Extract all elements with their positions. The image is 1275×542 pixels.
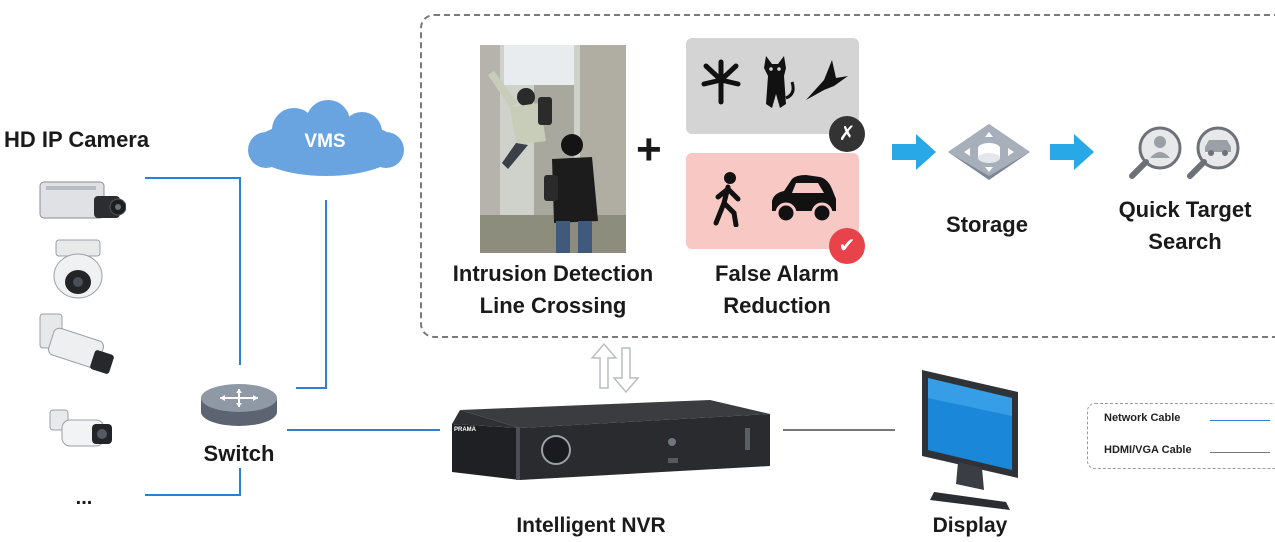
vms-label: VMS — [304, 131, 346, 152]
accepted-targets-panel — [686, 153, 859, 249]
sync-arrows-icon — [590, 342, 640, 394]
plant-icon — [701, 59, 741, 105]
flow-arrow-icon — [892, 134, 936, 170]
switch-label: Switch — [203, 441, 275, 466]
nvr-icon — [452, 400, 770, 480]
person-search-icon — [1129, 126, 1182, 179]
mini-bullet-camera-icon — [49, 409, 112, 447]
false-alarm-label-line2: Reduction — [723, 293, 831, 318]
accepted-badge: ✔ — [829, 228, 865, 264]
intrusion-label-line1: Intrusion Detection — [452, 261, 654, 286]
plus-symbol: + — [636, 125, 662, 174]
vehicle-search-icon — [1187, 126, 1240, 179]
quick-search-label-line1: Quick Target — [1118, 197, 1252, 222]
vms-wire — [296, 200, 327, 389]
legend-hdmi-cable-swatch — [1210, 452, 1270, 453]
dome-camera-icon — [53, 239, 103, 299]
bird-icon — [806, 60, 848, 100]
camera-downlink-wire — [145, 468, 241, 496]
display-monitor-icon — [922, 370, 1018, 510]
camera-group-label: HD IP Camera — [4, 127, 150, 152]
legend-network-cable-swatch — [1210, 420, 1270, 421]
box-camera-icon — [39, 181, 126, 219]
car-icon — [772, 175, 836, 224]
rejected-badge: ✗ — [829, 116, 865, 152]
more-cameras-ellipsis: ... — [75, 487, 93, 509]
pedestrian-icon — [713, 172, 741, 227]
legend-network-cable-label: Network Cable — [1104, 412, 1181, 424]
bullet-camera-icon — [39, 313, 114, 374]
rejected-targets-panel — [686, 38, 859, 134]
vms-cloud-icon — [248, 100, 404, 176]
intrusion-scene-image — [480, 45, 626, 253]
storage-icon — [948, 124, 1030, 180]
legend-hdmi-cable-label: HDMI/VGA Cable — [1104, 444, 1192, 456]
cable-legend: Network Cable HDMI/VGA Cable — [1087, 403, 1275, 469]
storage-label: Storage — [946, 212, 1028, 237]
display-label: Display — [932, 514, 1008, 537]
flow-arrow-icon — [1050, 134, 1094, 170]
nvr-brand-label: PRAMA — [454, 427, 476, 433]
nvr-label: Intelligent NVR — [516, 514, 666, 537]
cat-icon — [764, 56, 795, 108]
quick-search-label-line2: Search — [1148, 229, 1222, 254]
intruder-figures-icon — [480, 45, 626, 253]
camera-uplink-wire — [145, 177, 241, 365]
intrusion-label-line2: Line Crossing — [479, 293, 627, 318]
switch-icon — [201, 384, 277, 426]
analytics-frame — [420, 14, 1275, 338]
false-alarm-label-line1: False Alarm — [715, 261, 839, 286]
